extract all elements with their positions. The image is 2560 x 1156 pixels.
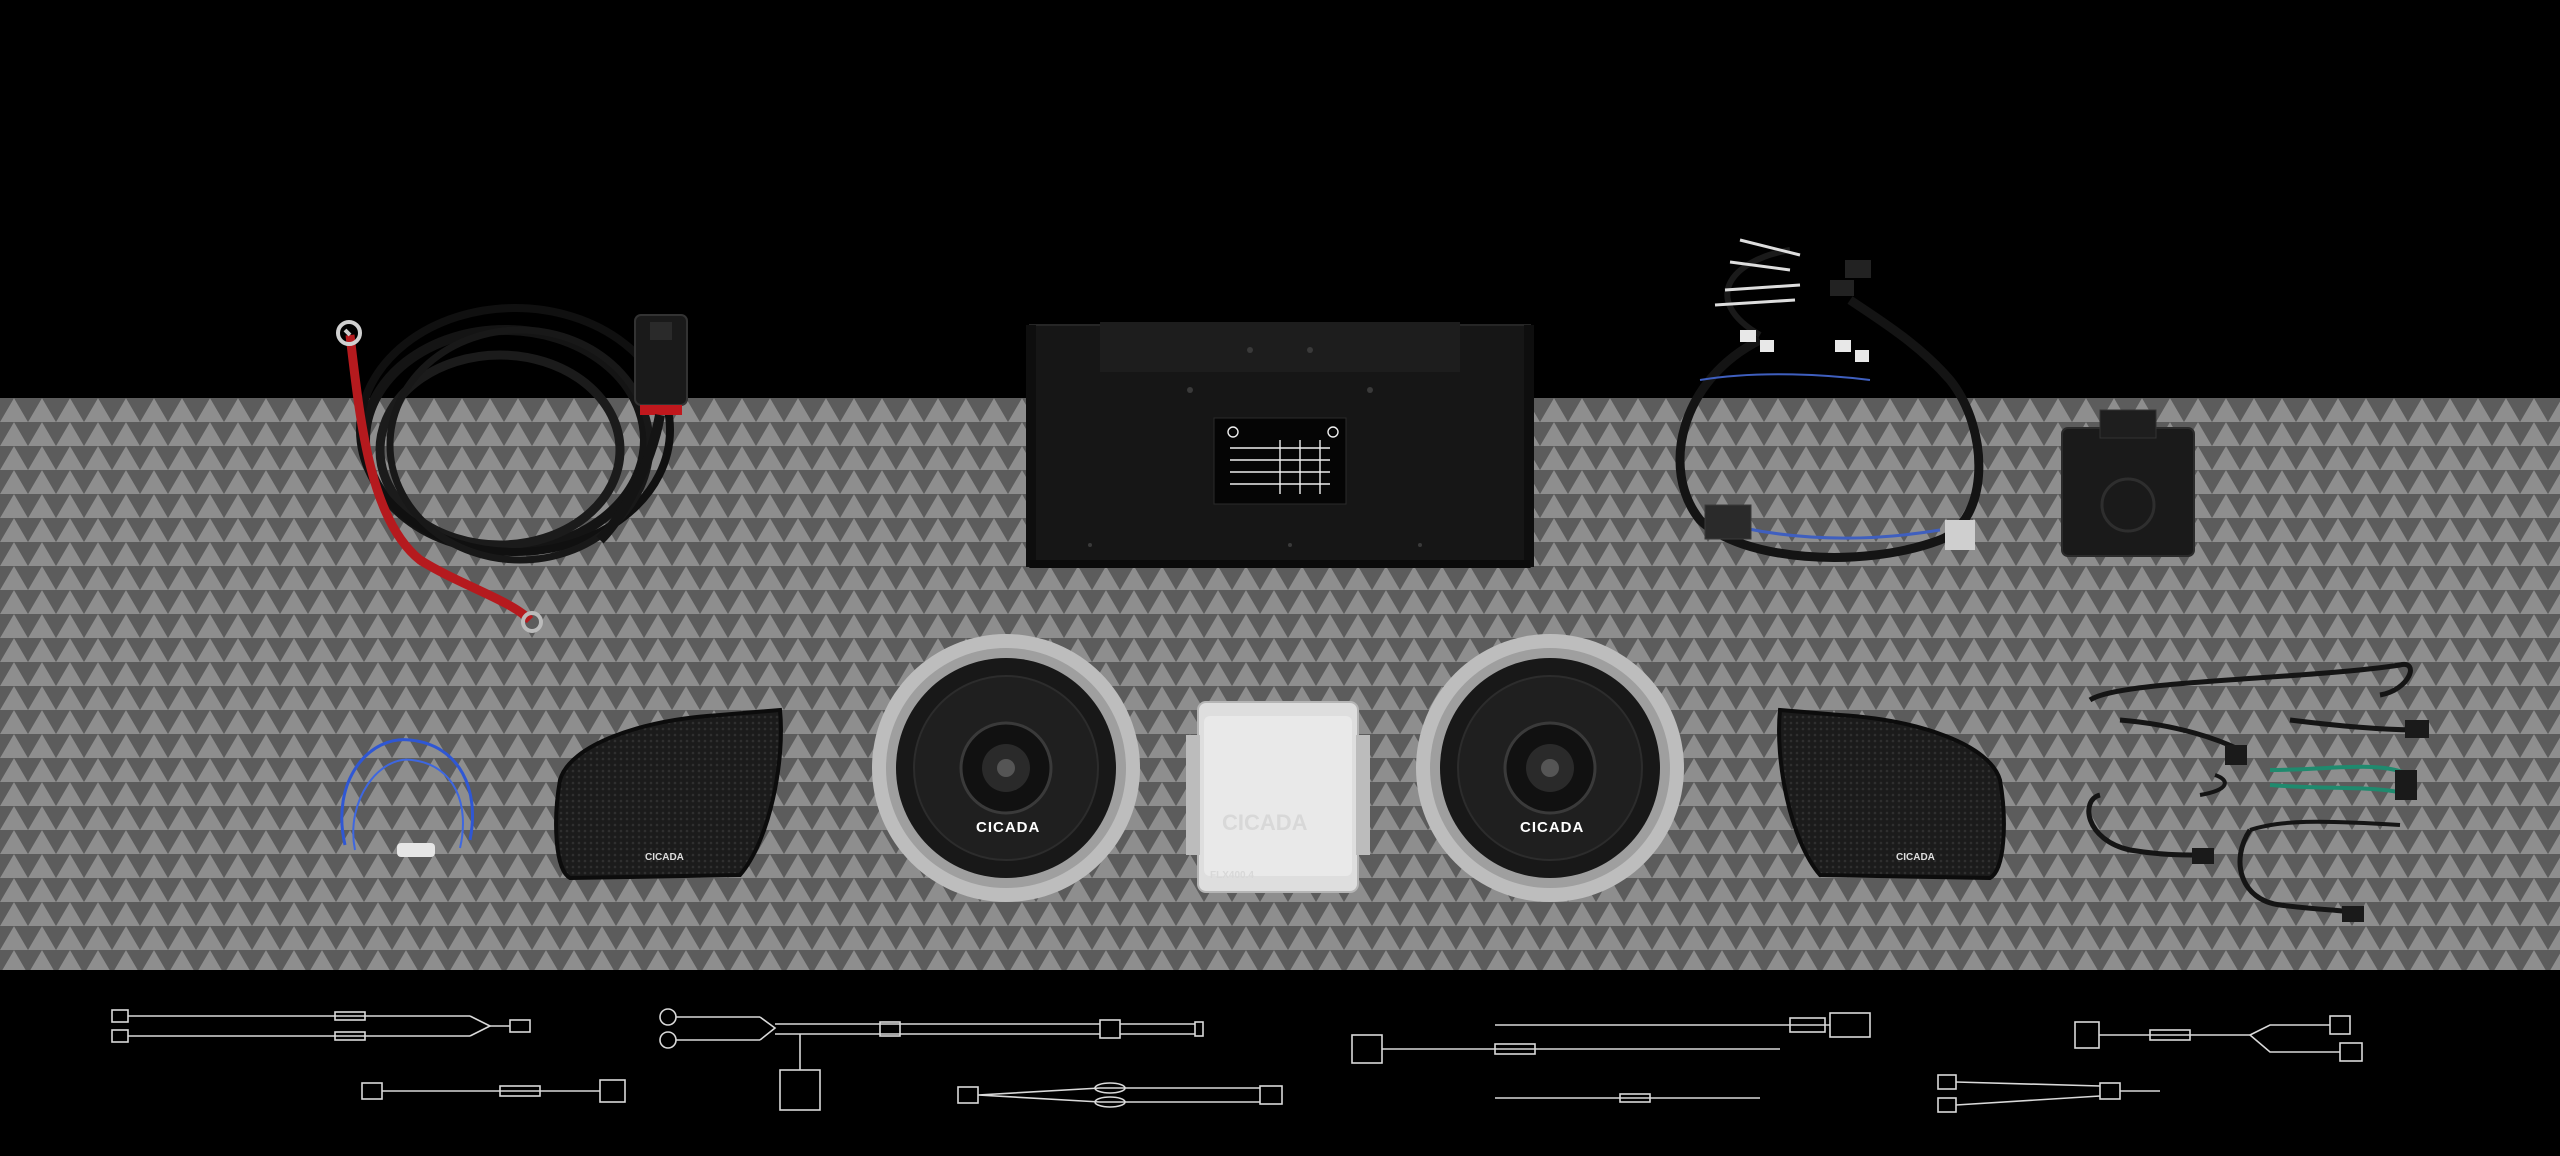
- amplifier: CICADA FLX400.4: [1186, 701, 1370, 893]
- speaker-left: CICADA: [872, 634, 1140, 902]
- grille-right-brand: CICADA: [1896, 852, 1935, 863]
- line-diagram-icon: [111, 1008, 2363, 1113]
- speaker-right-brand: CICADA: [1520, 819, 1584, 836]
- coiled-cable-icon: [336, 304, 688, 633]
- grille-left: CICADA: [554, 707, 783, 881]
- wiring-harness-icon: [1675, 238, 1984, 562]
- adapter-cable-icon: [2086, 662, 2429, 922]
- grille-left-brand: CICADA: [645, 852, 684, 863]
- speaker-right: CICADA: [1416, 634, 1684, 902]
- bracket-icon: [1026, 322, 1534, 568]
- amp-brand: CICADA: [1222, 810, 1308, 835]
- grille-right: CICADA: [1777, 707, 2006, 881]
- diagram-strip: [0, 970, 2560, 1156]
- module-icon: [2061, 409, 2195, 557]
- wire-loop-icon: [340, 738, 474, 857]
- amp-model: FLX400.4: [1210, 870, 1254, 881]
- speaker-left-brand: CICADA: [976, 819, 1040, 836]
